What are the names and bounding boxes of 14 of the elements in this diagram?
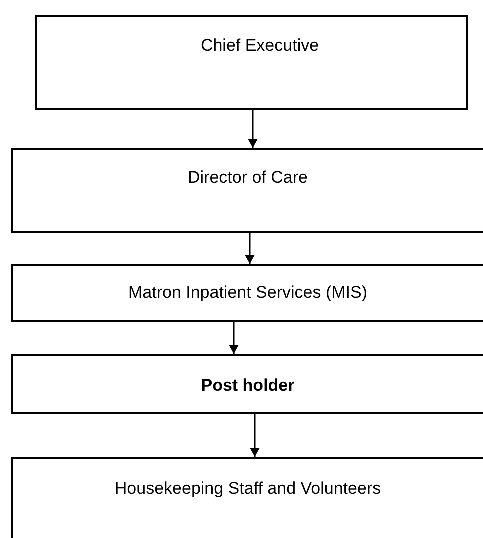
org-box (11, 457, 483, 538)
box-label: Director of Care (187, 167, 309, 188)
box-label: Matron Inpatient Services (MIS) (127, 282, 369, 304)
box-label: Post holder (200, 375, 296, 396)
arrow (229, 322, 239, 354)
box-label: Chief Executive (200, 35, 320, 56)
box-label: Housekeeping Staff and Volunteers (114, 478, 382, 500)
org-box (35, 15, 468, 110)
org-box (11, 148, 483, 233)
org-box (11, 264, 483, 322)
arrow (250, 414, 260, 457)
arrow (245, 233, 255, 264)
org-box (11, 354, 483, 414)
arrow (248, 110, 258, 148)
